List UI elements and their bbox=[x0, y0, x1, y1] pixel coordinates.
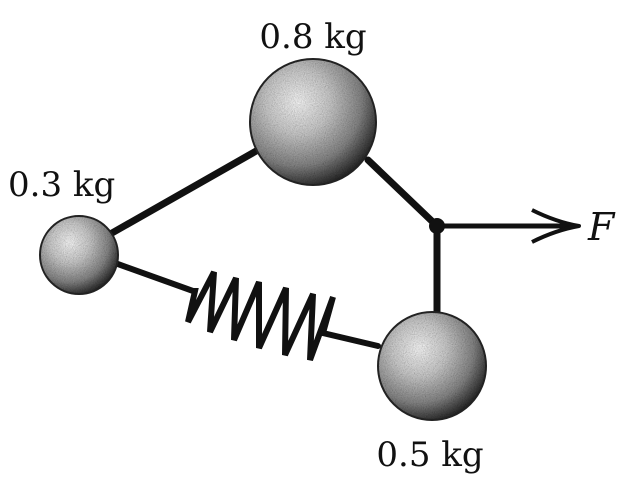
mass-bottom-label: 0.5 kg bbox=[376, 435, 483, 475]
mass-top-label: 0.8 kg bbox=[259, 17, 366, 57]
force-label: F bbox=[587, 205, 616, 249]
mass-left-label: 0.3 kg bbox=[8, 165, 115, 205]
rod-top-to-joint bbox=[364, 156, 441, 230]
rod-left-to-top bbox=[108, 146, 262, 237]
mass-top-sphere bbox=[249, 58, 377, 186]
force-arrow-head bbox=[531, 208, 581, 244]
joint-point bbox=[429, 218, 445, 234]
mass-left-sphere bbox=[39, 215, 119, 295]
spring bbox=[112, 260, 381, 362]
mass-bottom-sphere bbox=[377, 311, 487, 421]
